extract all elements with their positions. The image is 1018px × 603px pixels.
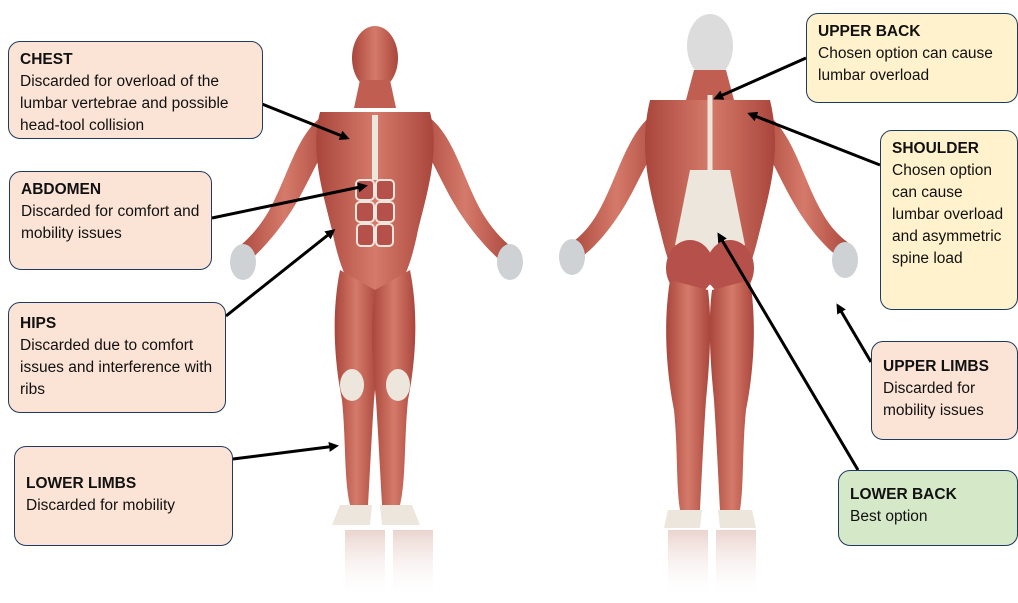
callout-title: SHOULDER — [892, 138, 1007, 160]
callout-lower-back: LOWER BACK Best option — [838, 470, 1018, 546]
callout-title: HIPS — [20, 313, 215, 335]
callout-title: CHEST — [20, 49, 252, 71]
callout-title: UPPER LIMBS — [883, 356, 1007, 378]
callout-shoulder: SHOULDER Chosen option can cause lumbar … — [880, 130, 1018, 310]
callout-upper-limbs: UPPER LIMBS Discarded for mobility issue… — [871, 341, 1018, 440]
callout-chest: CHEST Discarded for overload of the lumb… — [8, 41, 263, 139]
callout-title: UPPER BACK — [818, 21, 1007, 43]
callout-title: LOWER LIMBS — [26, 473, 222, 495]
callout-text: Chosen option can cause lumbar overload … — [892, 160, 1007, 270]
callout-text: Discarded for mobility issues — [883, 378, 1007, 422]
callout-lower-limbs: LOWER LIMBS Discarded for mobility — [14, 446, 233, 546]
callout-title: ABDOMEN — [21, 179, 201, 201]
callout-upper-back: UPPER BACK Chosen option can cause lumba… — [806, 13, 1018, 103]
callout-text: Discarded due to comfort issues and inte… — [20, 335, 215, 401]
callout-text: Discarded for comfort and mobility issue… — [21, 201, 201, 245]
callout-text: Discarded for mobility — [26, 495, 222, 517]
callout-text: Chosen option can cause lumbar overload — [818, 43, 1007, 87]
arrow-lower-limbs — [233, 446, 336, 459]
arrow-upper-back — [716, 58, 806, 98]
callout-title: LOWER BACK — [850, 484, 1007, 506]
front-body-figure — [230, 26, 523, 600]
callout-abdomen: ABDOMEN Discarded for comfort and mobili… — [9, 171, 212, 270]
callout-text: Best option — [850, 506, 1007, 528]
arrow-upper-limbs — [838, 306, 871, 362]
callout-text: Discarded for overload of the lumbar ver… — [20, 71, 252, 137]
callout-hips: HIPS Discarded due to comfort issues and… — [8, 302, 226, 413]
